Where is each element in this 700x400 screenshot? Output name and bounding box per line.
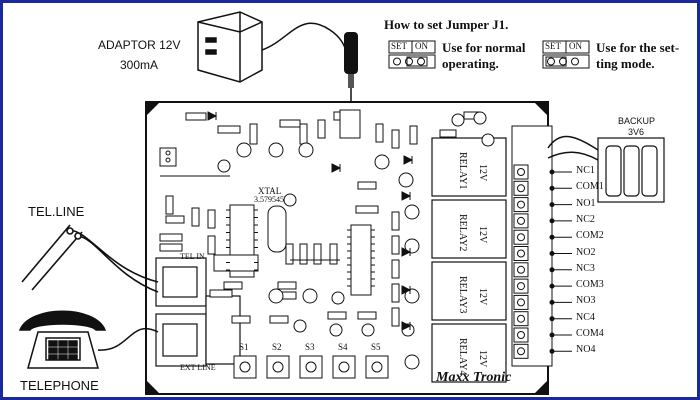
crystal — [267, 205, 287, 253]
jumper-heading: How to set Jumper J1. — [384, 17, 509, 32]
tel-line-label: TEL.LINE — [28, 204, 85, 219]
terminal-label-no3: NO3 — [576, 295, 596, 307]
jumper-setting-text: Use for the set- — [596, 40, 680, 55]
relay-voltage-1: 12V — [477, 164, 488, 182]
terminal-label-com1: COM1 — [576, 181, 604, 193]
dc-plug-icon — [344, 32, 358, 88]
switch-label-s2: S2 — [272, 342, 282, 352]
relay-group — [431, 137, 507, 383]
terminal-label-nc4: NC4 — [576, 311, 595, 323]
relay-label-4: RELAY4 — [457, 338, 468, 376]
relay-label-1: RELAY1 — [457, 152, 468, 190]
relay-voltage-2: 12V — [477, 226, 488, 244]
terminal-label-com3: COM3 — [576, 279, 604, 291]
adaptor-title: ADAPTOR 12V — [98, 38, 181, 52]
battery-pack — [597, 137, 665, 203]
relay-voltage-3: 12V — [477, 288, 488, 306]
terminal-label-nc2: NC2 — [576, 213, 595, 225]
jumper-on-label: ON — [415, 41, 428, 51]
brand-logo: Maxx Tronic — [436, 370, 512, 385]
terminal-label-no4: NO4 — [576, 344, 596, 356]
switch-label-s4: S4 — [338, 342, 348, 352]
terminal-label-com2: COM2 — [576, 230, 604, 242]
adaptor-icon — [197, 11, 263, 83]
switch-label-s1: S1 — [239, 342, 249, 352]
tel-jacks — [155, 257, 241, 367]
relay-voltage-4: 12V — [477, 350, 488, 368]
jumper-set-label-2: SET — [545, 41, 562, 51]
ic-chips — [213, 204, 372, 296]
terminal-label-com4: COM4 — [576, 328, 604, 339]
tel-in-label: TEL IN — [180, 252, 205, 261]
terminal-label-nc3: NC3 — [576, 262, 595, 274]
xtal-freq: 3.579545 — [254, 195, 284, 204]
switch-label-s3: S3 — [305, 342, 315, 352]
backup-voltage: 3V6 — [628, 127, 645, 137]
tel-line-wires — [21, 224, 159, 293]
jumper-setting-text-2: ting mode. — [596, 56, 655, 71]
jumper-normal-text-2: operating. — [442, 56, 499, 71]
jumper-normal-icon — [388, 40, 436, 69]
backup-label: BACKUP — [618, 116, 656, 126]
jumper-set-label: SET — [391, 41, 408, 51]
terminal-label-nc1: NC1 — [576, 165, 595, 176]
relay-label-3: RELAY3 — [457, 276, 468, 314]
ext-line-label: EXT LINE — [180, 363, 216, 372]
terminal-block — [511, 125, 553, 367]
relay-label-2: RELAY2 — [457, 214, 468, 252]
adaptor-current: 300mA — [120, 58, 159, 72]
jumper-on-label-2: ON — [569, 41, 582, 51]
xtal-label: XTAL — [258, 186, 282, 196]
telephone-label: TELEPHONE — [20, 378, 99, 393]
terminal-label-no2: NO2 — [576, 246, 596, 258]
jumper-normal-text: Use for normal — [442, 40, 526, 55]
jumper-setting-icon — [542, 40, 590, 69]
switch-label-s5: S5 — [371, 342, 381, 352]
telephone-icon — [18, 310, 159, 369]
terminal-label-no1: NO1 — [576, 197, 596, 209]
